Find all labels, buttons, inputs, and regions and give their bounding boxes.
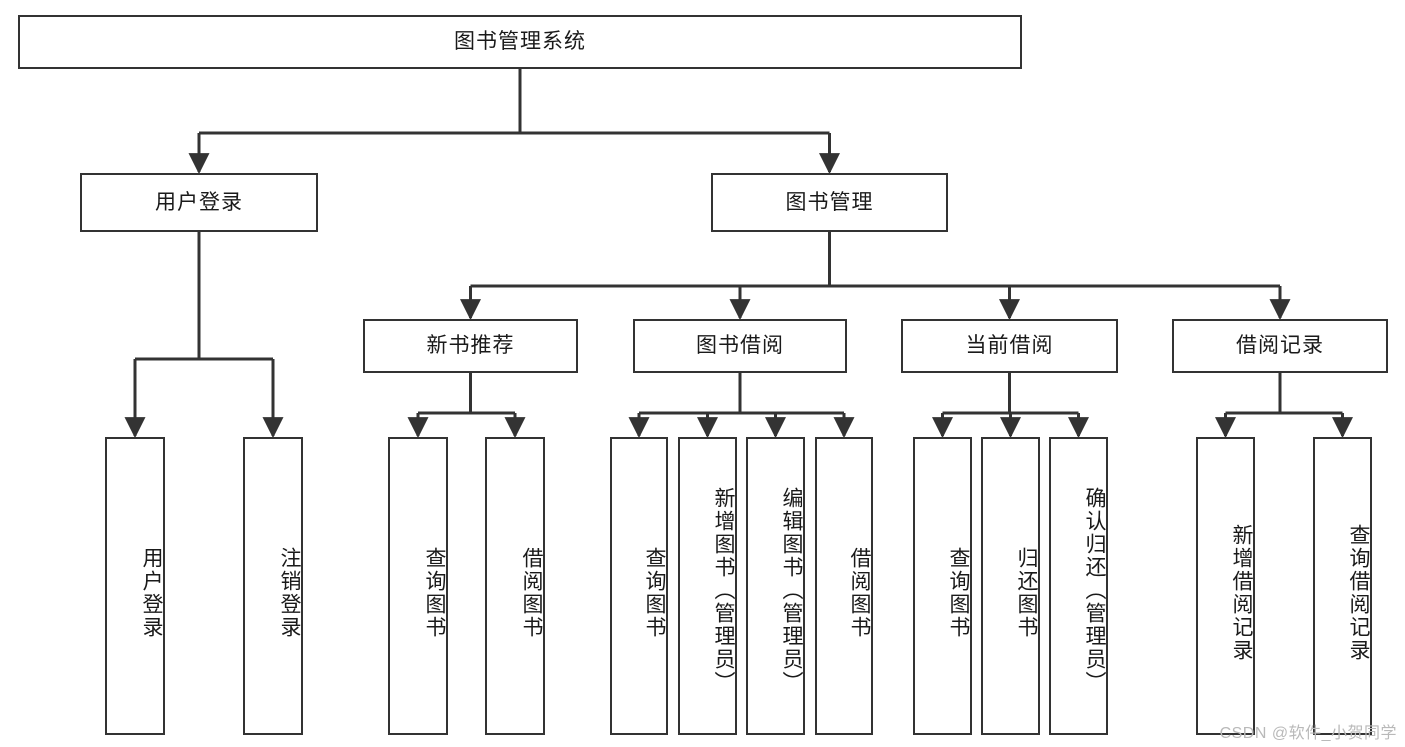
node-label: 用户登录 xyxy=(155,190,243,214)
node-label: 确认归还（管理员） xyxy=(1083,486,1106,694)
node-root[interactable]: 图书管理系统 xyxy=(18,15,1022,69)
node-label: 图书管理系统 xyxy=(454,30,586,54)
node-label: 注销登录 xyxy=(278,547,301,639)
node-leaf-user-login[interactable]: 用户登录 xyxy=(105,437,165,735)
node-label: 用户登录 xyxy=(140,547,163,639)
node-leaf-new-query[interactable]: 查询图书 xyxy=(388,437,448,735)
node-label: 查询图书 xyxy=(643,547,666,639)
node-l3-record[interactable]: 借阅记录 xyxy=(1172,319,1388,373)
node-label: 查询图书 xyxy=(947,547,970,639)
node-leaf-cur-return[interactable]: 归还图书 xyxy=(981,437,1040,735)
node-leaf-rec-query[interactable]: 查询借阅记录 xyxy=(1313,437,1372,735)
node-leaf-brw-edit[interactable]: 编辑图书（管理员） xyxy=(746,437,805,735)
node-l3-current[interactable]: 当前借阅 xyxy=(901,319,1118,373)
node-label: 新增图书（管理员） xyxy=(712,486,735,694)
node-leaf-brw-add[interactable]: 新增图书（管理员） xyxy=(678,437,737,735)
node-label: 新书推荐 xyxy=(426,334,515,358)
node-label: 当前借阅 xyxy=(965,334,1054,358)
node-leaf-new-borrow[interactable]: 借阅图书 xyxy=(485,437,545,735)
node-leaf-user-logout[interactable]: 注销登录 xyxy=(243,437,303,735)
watermark: CSDN @软件_小贺同学 xyxy=(1219,725,1397,742)
node-leaf-brw-borrow[interactable]: 借阅图书 xyxy=(815,437,873,735)
node-label: 归还图书 xyxy=(1015,547,1038,639)
node-leaf-cur-query[interactable]: 查询图书 xyxy=(913,437,972,735)
node-label: 查询图书 xyxy=(423,547,446,639)
node-label: 借阅图书 xyxy=(848,547,871,639)
node-l3-newbook[interactable]: 新书推荐 xyxy=(363,319,578,373)
node-l3-borrow[interactable]: 图书借阅 xyxy=(633,319,847,373)
node-leaf-brw-query[interactable]: 查询图书 xyxy=(610,437,668,735)
node-label: 查询借阅记录 xyxy=(1347,524,1370,662)
node-label: 借阅图书 xyxy=(520,547,543,639)
node-label: 图书管理 xyxy=(785,190,874,214)
node-leaf-cur-confirm[interactable]: 确认归还（管理员） xyxy=(1049,437,1108,735)
node-l2-user[interactable]: 用户登录 xyxy=(80,173,318,232)
node-leaf-rec-add[interactable]: 新增借阅记录 xyxy=(1196,437,1255,735)
node-l2-book[interactable]: 图书管理 xyxy=(711,173,948,232)
node-label: 借阅记录 xyxy=(1236,334,1324,358)
node-label: 编辑图书（管理员） xyxy=(780,486,803,694)
node-label: 新增借阅记录 xyxy=(1230,524,1253,662)
node-label: 图书借阅 xyxy=(696,334,784,358)
